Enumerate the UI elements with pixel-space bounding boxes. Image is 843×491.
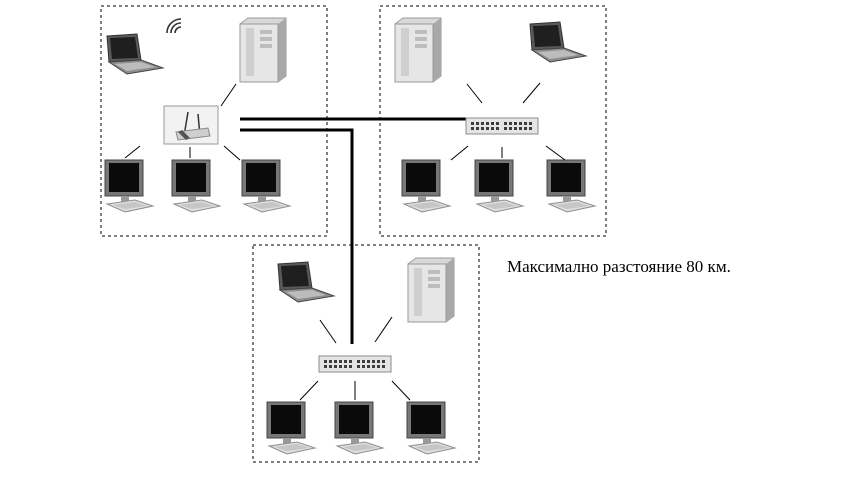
server-tower-icon — [239, 17, 287, 83]
server-tower-icon — [394, 17, 442, 83]
monitor-icon — [171, 159, 221, 213]
segment-top-right — [394, 17, 596, 213]
monitor-icon — [334, 401, 384, 455]
link-line — [466, 83, 483, 104]
link-line — [391, 380, 411, 401]
link-line — [545, 145, 566, 161]
monitor-icon — [406, 401, 456, 455]
laptop-icon — [529, 21, 587, 63]
backbone-cable-vertical — [240, 128, 354, 344]
monitor-icon — [241, 159, 291, 213]
link-line — [223, 145, 241, 161]
link-line — [299, 380, 319, 401]
monitor-icon — [104, 159, 154, 213]
network-switch-icon — [465, 117, 539, 135]
segment-top-left — [104, 17, 291, 213]
link-line — [220, 83, 237, 107]
link-line — [450, 145, 469, 161]
link-line — [522, 82, 541, 104]
network-switch-icon — [318, 355, 392, 373]
link-line — [374, 316, 393, 343]
monitor-icon — [474, 159, 524, 213]
laptop-icon — [277, 261, 335, 303]
monitor-icon — [546, 159, 596, 213]
server-tower-icon — [407, 257, 455, 323]
wifi-icon — [166, 18, 182, 34]
monitor-icon — [266, 401, 316, 455]
monitor-icon — [401, 159, 451, 213]
wireless-router-icon — [163, 105, 219, 145]
distance-caption: Максимално разстояние 80 км. — [507, 257, 731, 276]
link-line — [124, 145, 141, 159]
laptop-icon — [106, 33, 164, 75]
link-line — [319, 319, 337, 344]
segment-bottom — [266, 257, 456, 455]
